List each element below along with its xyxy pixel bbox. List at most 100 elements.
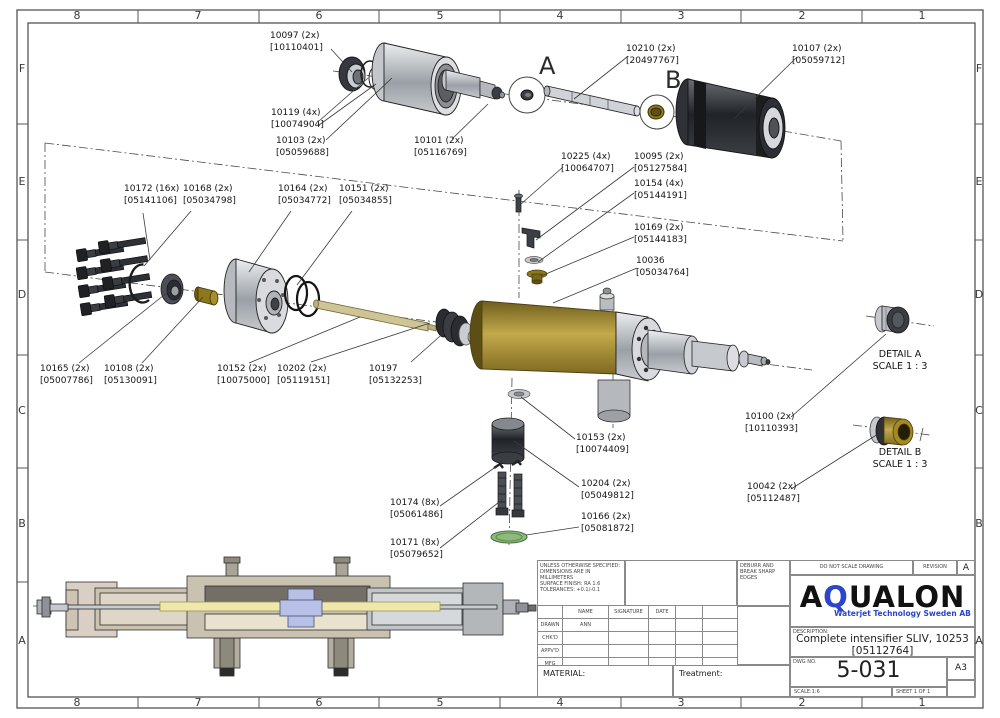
border-row-d-right: D <box>974 288 984 301</box>
drawn-name: ANN <box>562 618 609 632</box>
part-plunger-10152 <box>313 299 437 332</box>
logo-tagline: Waterjet Technology Sweden AB <box>834 609 971 618</box>
titleblock-sheet: SHEET 1 OF 1 <box>892 687 947 697</box>
logo-text: AQUALON <box>799 580 966 614</box>
callout-10202: 10202 (2x)[05119151] <box>277 364 330 386</box>
border-col-3-bottom: 3 <box>677 696 685 709</box>
callout-10108: 10108 (2x)[05130091] <box>104 364 157 386</box>
row-label-drawn: DRAWN <box>537 618 563 632</box>
callout-10151: 10151 (2x)[05034855] <box>339 184 392 206</box>
part-detail-a-10100 <box>874 305 910 334</box>
dwg-no-value: 5-031 <box>836 658 901 683</box>
part-bottom-port <box>597 379 631 423</box>
part-bolts-10172 <box>75 237 153 317</box>
border-col-7-bottom: 7 <box>194 696 202 709</box>
titleblock-signature-table: NAME SIGNATURE DATE DRAWN ANN CHK'D APPV… <box>537 605 738 671</box>
description-line1: Complete intensifier SLIV, 10253 <box>796 633 969 645</box>
description-line2: [05112764] <box>851 645 914 657</box>
part-cylinder-10036 <box>469 300 617 375</box>
callout-10164: 10164 (2x)[05034772] <box>278 184 331 206</box>
titleblock-deburr-note: DEBURR AND BREAK SHARP EDGES <box>737 560 790 606</box>
cross-section-view <box>36 556 537 677</box>
callout-10107: 10107 (2x)[05059712] <box>792 44 845 66</box>
callout-10119: 10119 (4x)[10074904] <box>271 108 324 130</box>
detail-b-tick <box>919 427 924 442</box>
part-fitting-10169 <box>526 269 548 285</box>
border-col-6-top: 6 <box>315 9 323 22</box>
callout-10166: 10166 (2x)[05081872] <box>581 512 634 534</box>
part-orings-10151 <box>283 274 321 318</box>
titleblock-finish-cell <box>625 560 737 606</box>
titleblock-revision-label: REVISION <box>913 560 957 575</box>
border-col-5-bottom: 5 <box>436 696 444 709</box>
titleblock-corner-cell <box>947 680 975 697</box>
part-cylinder-10107 <box>675 78 786 159</box>
callout-10225: 10225 (4x)[10064707] <box>561 152 614 174</box>
callout-10103: 10103 (2x)[05059688] <box>276 136 329 158</box>
titleblock-dwg-no: DWG NO. 5-031 <box>790 657 947 687</box>
titleblock-revision-value: A <box>957 560 975 575</box>
border-col-7-top: 7 <box>194 9 202 22</box>
dwg-no-label: DWG NO. <box>793 659 817 665</box>
table-header-date: DATE <box>648 605 676 619</box>
border-row-c-left: C <box>18 404 26 417</box>
titleblock-logo: AQUALON Waterjet Technology Sweden AB <box>790 575 975 627</box>
titleblock-material: MATERIAL: <box>537 665 673 697</box>
border-row-c-right: C <box>975 404 983 417</box>
callout-10171: 10171 (8x)[05079652] <box>390 538 443 560</box>
part-pin-10225 <box>514 193 523 213</box>
border-row-f-left: F <box>18 62 26 75</box>
part-end-shaft <box>647 329 771 375</box>
border-row-d-left: D <box>17 288 27 301</box>
sheet-border <box>16 9 984 709</box>
part-flange-10164 <box>223 258 289 334</box>
table-header-signature: SIGNATURE <box>608 605 649 619</box>
callout-10204: 10204 (2x)[05049812] <box>581 479 634 501</box>
section-label-a: A <box>539 52 556 80</box>
border-col-4-bottom: 4 <box>556 696 564 709</box>
titleblock-scale: SCALE:1:6 <box>790 687 892 697</box>
part-housing-10103 <box>371 42 462 116</box>
part-studs-10171 <box>495 471 525 518</box>
titleblock-paper-size: A3 <box>947 657 975 680</box>
border-row-b-right: B <box>975 517 983 530</box>
border-row-f-right: F <box>975 62 983 75</box>
part-detail-b-10042 <box>869 416 914 446</box>
callout-10197: 10197[05132253] <box>369 364 422 386</box>
border-col-1-top: 1 <box>918 9 926 22</box>
row-label-appvd: APPV'D <box>537 644 563 658</box>
callout-10168: 10168 (2x)[05034798] <box>183 184 236 206</box>
leader-lines <box>78 48 887 549</box>
border-col-6-bottom: 6 <box>315 696 323 709</box>
callout-10153: 10153 (2x)[10074409] <box>576 433 629 455</box>
part-disc-10166 <box>490 530 528 544</box>
border-row-e-right: E <box>975 175 983 188</box>
part-elbow-10095 <box>521 227 541 249</box>
callout-10169: 10169 (2x)[05144183] <box>634 223 687 245</box>
titleblock-do-not-scale: DO NOT SCALE DRAWING <box>790 560 913 575</box>
border-row-b-left: B <box>18 517 26 530</box>
callout-10042: 10042 (2x)[05112487] <box>747 482 800 504</box>
titleblock-description: DESCRIPTION: Complete intensifier SLIV, … <box>790 627 975 657</box>
callout-10100: 10100 (2x)[10110393] <box>745 412 798 434</box>
callout-10101: 10101 (2x)[05116769] <box>414 136 467 158</box>
callout-10210: 10210 (2x)[20497767] <box>626 44 679 66</box>
border-col-4-top: 4 <box>556 9 564 22</box>
border-col-8-bottom: 8 <box>73 696 81 709</box>
description-label: DESCRIPTION: <box>793 629 829 635</box>
table-corner-cell <box>537 605 563 619</box>
border-row-a-right: A <box>975 634 983 647</box>
part-top-fitting <box>599 287 615 311</box>
border-col-8-top: 8 <box>73 9 81 22</box>
section-label-b: B <box>665 66 682 94</box>
callout-10097: 10097 (2x)[10110401] <box>270 31 323 53</box>
part-fitting-10108 <box>194 286 219 306</box>
border-row-a-left: A <box>18 634 26 647</box>
row-label-chkd: CHK'D <box>537 631 563 645</box>
border-row-e-left: E <box>18 175 26 188</box>
table-header-name: NAME <box>562 605 609 619</box>
